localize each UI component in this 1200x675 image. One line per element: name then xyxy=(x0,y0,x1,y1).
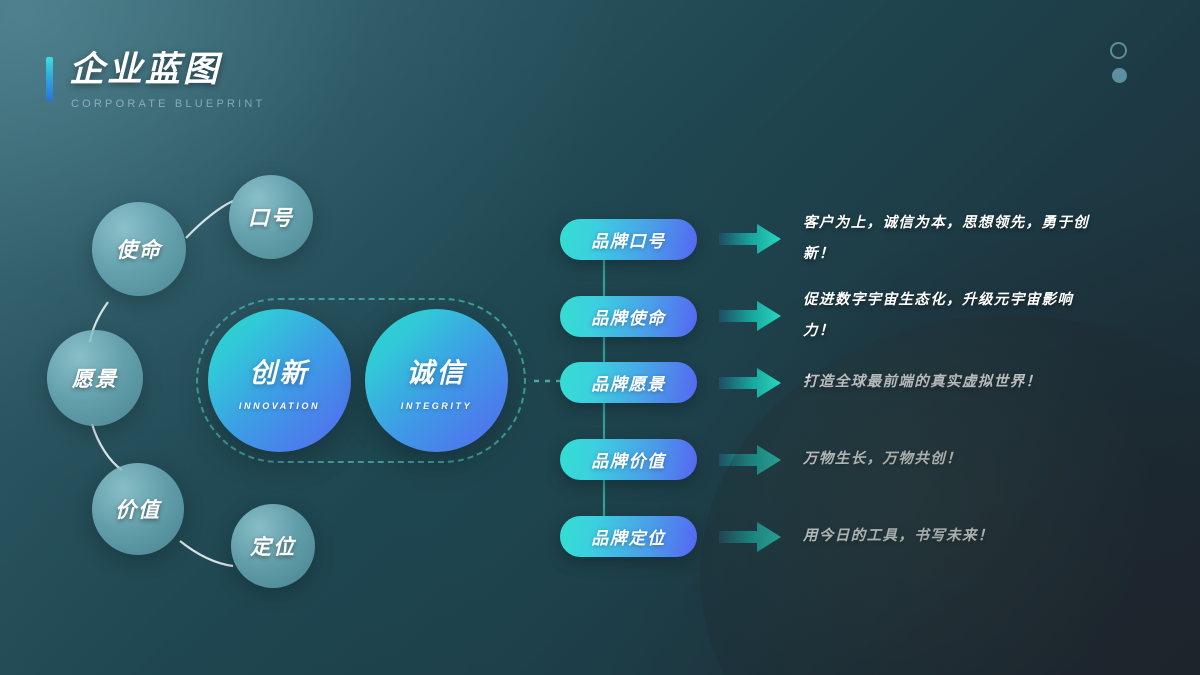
pill-brand-value[interactable]: 品牌价值 xyxy=(560,439,697,480)
pill-brand-vision[interactable]: 品牌愿景 xyxy=(560,362,697,403)
core-innovation-label-zh: 创新 xyxy=(249,357,310,388)
arrow-right-icon xyxy=(719,301,781,331)
right-branch-list: 品牌口号 客户为上，诚信为本，思想领先，勇于创新！ 品牌使命 促进数字宇宙生态 xyxy=(560,0,1200,675)
branch-row-mission: 品牌使命 促进数字宇宙生态化，升级元宇宙影响力！ xyxy=(560,285,1103,347)
decorative-dot-icon xyxy=(1112,68,1127,83)
left-node-cluster: 口号 使命 愿景 价值 定位 创新 INNOVATION 诚信 INTEGRIT… xyxy=(0,0,560,675)
node-value-label: 价值 xyxy=(115,499,161,522)
pill-brand-mission[interactable]: 品牌使命 xyxy=(560,295,697,337)
core-integrity-label-zh: 诚信 xyxy=(406,357,467,388)
arrow-right-icon xyxy=(719,444,781,475)
branch-row-value: 品牌价值 万物生长，万物共创！ xyxy=(560,439,1103,480)
node-slogan[interactable]: 口号 xyxy=(229,175,313,259)
core-integrity-label-en: INTEGRITY xyxy=(400,400,473,411)
core-circle-integrity[interactable]: 诚信 INTEGRITY xyxy=(365,309,508,452)
core-innovation-label-en: INNOVATION xyxy=(238,400,321,411)
branch-text-value: 万物生长，万物共创！ xyxy=(803,451,962,467)
node-value[interactable]: 价值 xyxy=(92,463,184,555)
pill-brand-value-label: 品牌价值 xyxy=(591,452,666,471)
decorative-ring-icon xyxy=(1110,42,1127,59)
core-circle-innovation[interactable]: 创新 INNOVATION xyxy=(208,309,351,452)
pill-brand-position-label: 品牌定位 xyxy=(591,529,666,548)
title-accent-bar xyxy=(46,57,53,101)
arrow-right-icon xyxy=(719,367,781,398)
branch-text-slogan: 客户为上，诚信为本，思想领先，勇于创新！ xyxy=(803,215,1090,262)
core-capsule-outline xyxy=(196,298,526,463)
branch-text-vision: 打造全球最前端的真实虚拟世界！ xyxy=(803,374,1042,390)
branch-row-vision: 品牌愿景 打造全球最前端的真实虚拟世界！ xyxy=(560,362,1103,403)
page-title: 企业蓝图 xyxy=(69,50,222,89)
branch-text-position: 用今日的工具，书写未来！ xyxy=(803,528,994,544)
pill-brand-mission-label: 品牌使命 xyxy=(591,308,666,328)
pill-brand-slogan[interactable]: 品牌口号 xyxy=(560,218,697,260)
node-position[interactable]: 定位 xyxy=(231,504,315,588)
node-mission[interactable]: 使命 xyxy=(92,202,186,296)
pill-brand-vision-label: 品牌愿景 xyxy=(591,375,666,394)
branch-row-position: 品牌定位 用今日的工具，书写未来！ xyxy=(560,516,1103,557)
arrow-right-icon xyxy=(719,224,781,254)
branch-text-mission: 促进数字宇宙生态化，升级元宇宙影响力！ xyxy=(803,292,1074,339)
branch-row-slogan: 品牌口号 客户为上，诚信为本，思想领先，勇于创新！ xyxy=(560,208,1103,270)
pill-brand-slogan-label: 品牌口号 xyxy=(591,231,666,251)
node-position-label: 定位 xyxy=(250,536,296,559)
node-vision[interactable]: 愿景 xyxy=(47,330,143,426)
node-vision-label: 愿景 xyxy=(72,368,118,391)
slide-header: 企业蓝图 CORPORATE BLUEPRINT xyxy=(46,52,265,110)
pill-brand-position[interactable]: 品牌定位 xyxy=(560,516,697,557)
node-slogan-label: 口号 xyxy=(248,207,294,230)
page-subtitle: CORPORATE BLUEPRINT xyxy=(71,98,266,110)
arrow-right-icon xyxy=(719,521,781,552)
node-mission-label: 使命 xyxy=(116,239,162,262)
